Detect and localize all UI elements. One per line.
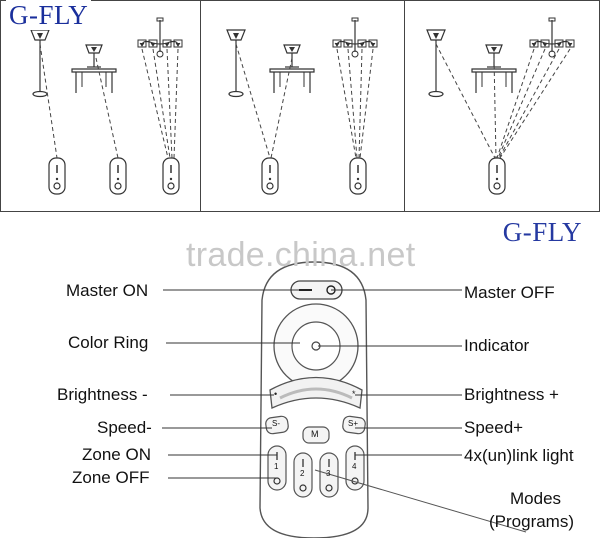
label-modes: Modes — [510, 489, 562, 508]
label-programs: (Programs) — [489, 512, 575, 531]
label-link-light: 4x(un)link light — [464, 446, 574, 465]
watermark: trade.china.net — [186, 236, 416, 274]
label-speed-plus: Speed+ — [464, 418, 524, 437]
svg-text:*: * — [352, 389, 356, 399]
brand-logo-bottom: G-FLY — [502, 217, 582, 247]
zone-number-1: 1 — [274, 462, 279, 471]
label-master-on: Master ON — [66, 281, 149, 300]
zone-number-3: 3 — [326, 469, 331, 478]
speed-minus-button-label: S- — [272, 419, 280, 428]
label-indicator: Indicator — [464, 336, 530, 355]
label-zone-on: Zone ON — [82, 445, 151, 464]
label-zone-off: Zone OFF — [72, 468, 150, 487]
label-brightness-minus: Brightness - — [57, 385, 148, 404]
speed-plus-button-label: S+ — [348, 419, 359, 428]
label-brightness-plus: Brightness + — [464, 385, 559, 404]
remote-body: • * — [259, 261, 369, 538]
zone-number-2: 2 — [300, 469, 305, 478]
label-speed-minus: Speed- — [97, 418, 152, 437]
zone-number-4: 4 — [352, 462, 357, 471]
label-color-ring: Color Ring — [68, 333, 149, 352]
label-master-off: Master OFF — [464, 283, 555, 302]
svg-text:•: • — [274, 389, 277, 399]
mode-button-label: M — [311, 429, 319, 439]
brand-logo-top: G-FLY — [6, 0, 92, 30]
